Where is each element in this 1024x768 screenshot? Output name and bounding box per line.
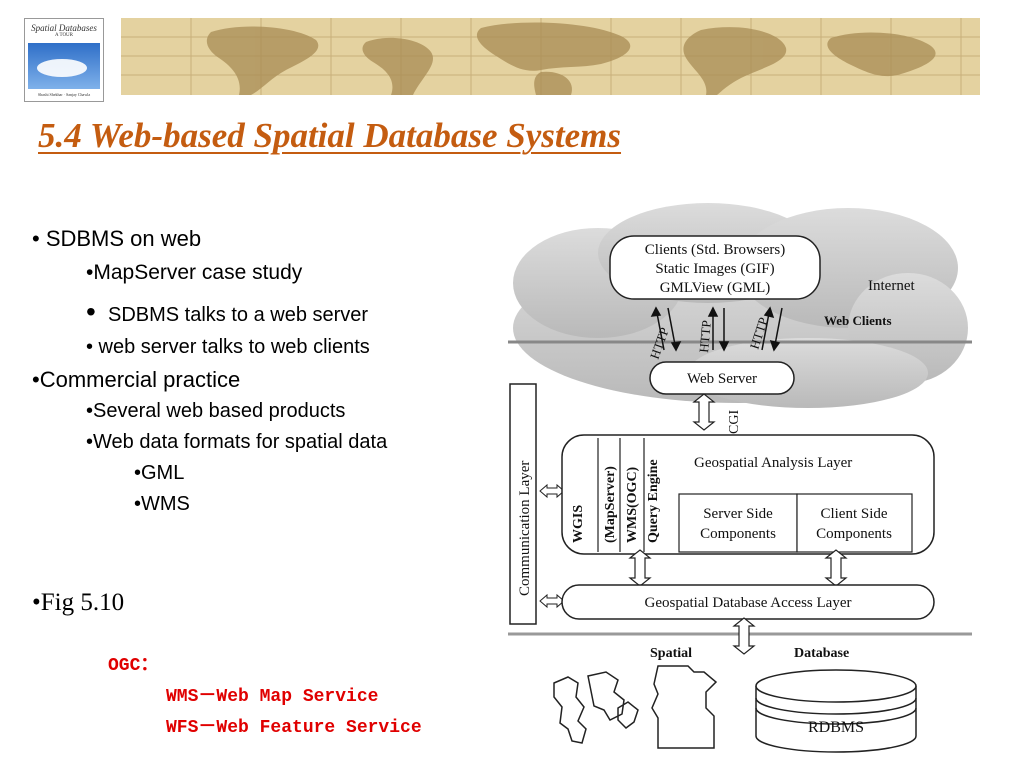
spatial-label: Spatial [650,646,692,661]
bullet-web-data-formats: •Web data formats for spatial data [86,431,388,453]
clients-line-3: GMLView (GML) [660,280,771,296]
http-label-2: HTTP [696,320,714,354]
query-engine-label: Query Engine [646,459,661,543]
minnesota-map [651,665,718,749]
web-server-label: Web Server [687,371,757,387]
clients-line-1: Clients (Std. Browsers) [645,242,785,258]
ogc-wms-line: WMS－Web Map Service [166,687,379,707]
web-clients-label: Web Clients [824,313,892,328]
arrow-analysis-left [628,549,652,587]
server-side-box [678,493,798,553]
bullet-sdbms-talks-to-web-server: SDBMS talks to a web server [108,304,369,326]
cgi-arrow [692,393,716,431]
access-layer-box [561,584,935,620]
server-side-line-1: Server Side [703,506,773,522]
book-cover: Spatial Databases A TOUR Shashi Shekhar … [24,18,104,102]
rdbms-label: RDBMS [808,719,864,736]
book-cover-title: Spatial Databases [31,23,97,33]
bullet-web-server-talks-to-clients: • web server talks to web clients [86,336,370,358]
web-server-box [649,361,795,395]
slide-title: 5.4 Web-based Spatial Database Systems [38,116,622,155]
bullet-fig-5-10: •Fig 5.10 [32,589,125,616]
ogc-heading: OGC： [108,656,159,676]
mapserver-label: (MapServer) [603,466,618,543]
comm-arrow-1 [539,483,565,499]
wgis-label: WGIS [571,505,586,543]
comm-arrow-2 [539,593,565,609]
communication-layer-box [509,383,537,625]
client-side-box [796,493,913,553]
world-map-graphic [121,18,980,95]
server-side-line-2: Components [700,526,776,542]
access-layer-label: Geospatial Database Access Layer [645,595,852,611]
bullet-mapserver-case-study: •MapServer case study [86,261,303,284]
http-arrows [650,306,783,352]
bullet-sdbms-on-web: • SDBMS on web [32,226,202,251]
book-cover-authors: Shashi Shekhar · Sanjay Chawla [37,92,91,97]
database-label: Database [794,646,849,661]
clients-box [609,235,821,300]
arrow-access-database [732,617,756,655]
analysis-layer-label: Geospatial Analysis Layer [694,455,852,471]
bullet-marker: • [86,296,96,327]
rdbms-cylinder [755,669,917,753]
architecture-diagram: Clients (Std. Browsers) Static Images (G… [508,203,972,753]
cgi-label: CGI [727,410,742,434]
world-map-banner [121,18,980,95]
wms-ogc-label: WMS(OGC) [625,466,640,543]
bullet-wms: •WMS [134,493,190,515]
bullet-several-web-products: •Several web based products [86,400,346,422]
bullet-gml: •GML [134,462,185,484]
arrow-analysis-right [824,549,848,587]
great-lakes-map [553,671,639,744]
clients-line-2: Static Images (GIF) [655,261,774,277]
ogc-wfs-line: WFS－Web Feature Service [166,718,422,738]
book-cover-cloud-image [37,59,87,77]
client-side-line-2: Components [816,526,892,542]
internet-label: Internet [868,278,915,294]
client-side-line-1: Client Side [820,506,887,522]
communication-layer-label: Communication Layer [517,461,533,596]
bullet-commercial-practice: •Commercial practice [32,367,241,392]
book-cover-subtitle: A TOUR [54,33,73,38]
